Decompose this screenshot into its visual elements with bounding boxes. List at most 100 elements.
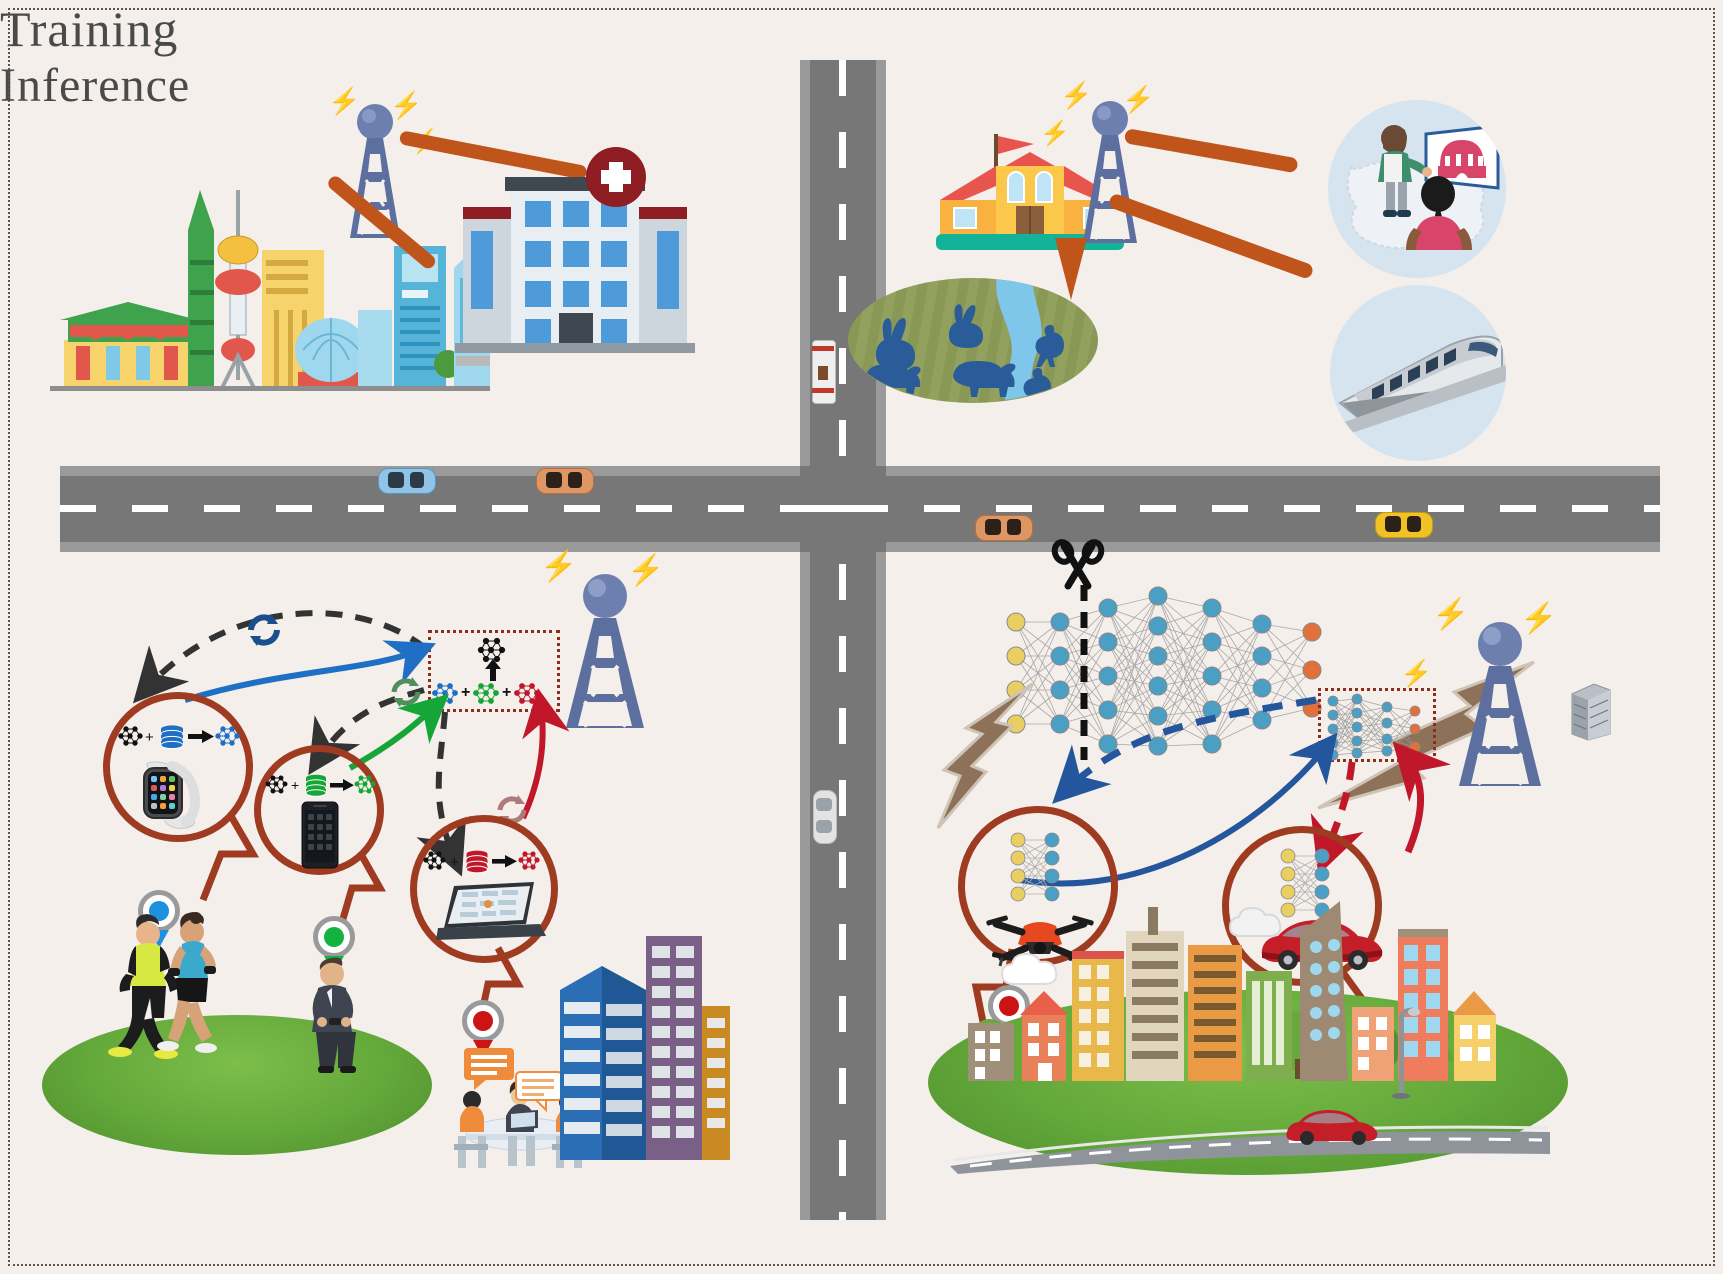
chat-bubble-orange <box>464 1048 518 1090</box>
refresh-icon-green <box>386 672 426 712</box>
signal-bolt-icon: ⚡ <box>328 86 361 116</box>
city-skyline <box>50 150 490 391</box>
building-orange-tower <box>1188 945 1242 1081</box>
client-smartphone-bubble <box>254 745 384 875</box>
signal-bolt-icon: ⚡ <box>1040 120 1070 147</box>
building-yellow-house <box>1452 991 1496 1081</box>
building-salmon-tower <box>1398 929 1448 1081</box>
signal-bolt-icon: ⚡ <box>1432 598 1470 631</box>
teacher-figure <box>1378 125 1432 217</box>
classroom-thought-circle <box>1328 100 1506 278</box>
car-orange <box>536 468 594 494</box>
runner-male <box>108 914 180 1059</box>
chat-bubble-white <box>515 1071 566 1113</box>
hospital-building <box>455 135 695 360</box>
arrow-icon <box>492 855 517 868</box>
meeting-person-left <box>454 1091 488 1168</box>
client-smartwatch-bubble-tail <box>199 814 260 902</box>
businessman-figure <box>302 957 370 1076</box>
office-buildings <box>560 930 730 1165</box>
car-sub-network <box>1278 848 1340 920</box>
training-label: Training <box>0 1 179 57</box>
arrow-icon <box>330 779 354 791</box>
database-icon-green <box>305 774 327 797</box>
purple-office-tower <box>646 936 702 1160</box>
blue-office-tower <box>560 966 646 1160</box>
database-icon-red <box>466 850 488 874</box>
drone-sub-network <box>1008 832 1070 904</box>
vertical-road-dashes <box>839 60 846 1220</box>
student-figure <box>1406 176 1472 250</box>
laptop-device <box>436 880 546 942</box>
farm-field <box>848 278 1098 403</box>
signal-bolt-icon: ⚡ <box>627 554 665 587</box>
smartphone-device <box>300 800 340 870</box>
inference-label: Inference <box>0 59 191 112</box>
plus-sign: + <box>502 684 511 701</box>
building-yellow-tower <box>1072 951 1124 1081</box>
figure-border <box>8 8 1715 1266</box>
model-aggregation-box: + + <box>428 630 560 712</box>
car-yellow <box>1375 512 1433 538</box>
client-smartwatch-bubble <box>103 692 253 842</box>
global-model-icon <box>477 637 506 663</box>
global-model-icon <box>265 775 288 794</box>
client-smartwatch-formula: + <box>118 722 240 752</box>
scissors-icon <box>1051 539 1105 600</box>
local-model-green-icon <box>473 683 499 704</box>
client-laptop-formula: + <box>423 848 542 876</box>
cloud-icon <box>1228 906 1294 940</box>
orange-office-tower <box>702 1006 730 1160</box>
plus-sign: + <box>450 854 459 871</box>
signal-bolt-icon: ⚡ <box>540 550 578 583</box>
vertical-road-edge-right <box>876 60 886 1220</box>
presentation-board <box>1424 124 1500 190</box>
training-ground <box>42 1015 432 1155</box>
car-white <box>813 790 837 844</box>
runner-figures <box>108 912 232 1062</box>
plus-sign: + <box>291 777 299 793</box>
smartwatch-device <box>128 760 218 830</box>
vertical-road-edge-left <box>800 60 810 1220</box>
high-speed-train <box>1336 335 1506 437</box>
signal-bolt-icon: ⚡ <box>1122 84 1155 114</box>
building-brown-small <box>968 1023 1014 1081</box>
intersection-dash <box>800 505 886 512</box>
local-model-blue-icon <box>432 683 458 704</box>
arrow-icon <box>188 730 214 743</box>
training-base-station <box>530 570 680 730</box>
inference-base-station <box>1425 618 1575 788</box>
signal-bolt-icon: ⚡ <box>1060 80 1093 110</box>
green-tower <box>188 190 214 388</box>
runner-female <box>157 912 217 1053</box>
building-brown-angled <box>1300 901 1348 1081</box>
train-thought-circle <box>1330 285 1506 461</box>
car-orange-2 <box>975 515 1033 541</box>
local-model-green-icon <box>354 775 376 794</box>
global-model-icon <box>118 726 143 746</box>
local-model-blue-icon <box>215 726 240 746</box>
global-model-icon <box>423 851 446 870</box>
local-model-red-icon <box>518 851 540 870</box>
cloud-icon <box>1000 952 1070 988</box>
plus-sign: + <box>145 729 154 746</box>
signal-bolt-icon: ⚡ <box>390 90 423 120</box>
signal-bolt-icon: ⚡ <box>1400 658 1433 688</box>
building-peach-small <box>1352 1007 1394 1081</box>
green-location-pin <box>313 916 355 958</box>
signal-beam-down <box>1055 238 1087 300</box>
building-beige-tower <box>1126 907 1184 1081</box>
split-bolt-left <box>936 682 1034 829</box>
signal-bolt-icon: ⚡ <box>1520 602 1558 635</box>
client-laptop-bubble <box>410 815 558 963</box>
street-lamp <box>1385 1007 1420 1099</box>
red-location-pin <box>462 1000 504 1042</box>
smart-city-buildings <box>968 895 1498 1085</box>
dome-building <box>295 318 367 388</box>
client-smartphone-bubble-tail <box>334 854 386 937</box>
small-blue-building <box>358 310 392 388</box>
refresh-icon-blue <box>242 608 286 652</box>
local-model-red-icon <box>514 683 540 704</box>
pagoda-building <box>60 302 198 388</box>
